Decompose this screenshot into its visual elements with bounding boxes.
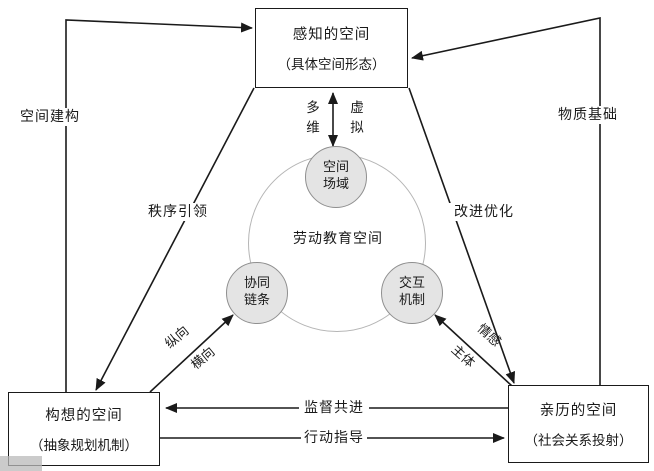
box-conceived-title: 构想的空间	[45, 408, 123, 424]
circle-collaborative-chain-line1: 协同	[243, 276, 270, 292]
arrow-order-leading	[95, 87, 255, 391]
box-conceived-subtitle: （抽象规划机制）	[30, 438, 138, 454]
label-improve-optimize: 改进优化	[447, 203, 521, 222]
label-supervise-together: 监督共进	[299, 399, 369, 418]
box-lived-title: 亲历的空间	[539, 403, 618, 419]
center-label: 劳动教育空间	[293, 231, 383, 247]
box-lived-subtitle: （社会关系投射）	[524, 433, 633, 449]
label-spatial-construction: 空间建构	[13, 108, 87, 127]
box-lived-space: 亲历的空间 （社会关系投射）	[508, 385, 649, 463]
circle-collaborative-chain: 协同 链条	[226, 262, 288, 324]
arrow-vertical-horizontal	[149, 314, 234, 393]
circle-spatial-field: 空间 场域	[305, 146, 367, 208]
circle-collaborative-chain-line2: 链条	[243, 293, 270, 308]
box-perceived-space: 感知的空间 （具体空间形态）	[255, 8, 408, 88]
circle-interaction-mechanism: 交互 机制	[381, 262, 443, 324]
label-action-guidance: 行动指导	[301, 429, 367, 448]
box-perceived-subtitle: （具体空间形态）	[277, 57, 386, 73]
arrow-material-basis	[411, 17, 601, 385]
arrow-subject-emotion	[434, 314, 513, 387]
arrow-improve-optimize	[408, 87, 516, 384]
circle-interaction-mechanism-line2: 机制	[398, 293, 425, 308]
label-order-leading: 秩序引领	[141, 203, 215, 222]
label-multidimensional: 多维	[306, 100, 321, 136]
circle-spatial-field-line1: 空间	[322, 160, 349, 176]
label-material-basis: 物质基础	[551, 106, 625, 125]
box-conceived-space: 构想的空间 （抽象规划机制）	[8, 392, 160, 466]
circle-interaction-mechanism-line1: 交互	[398, 276, 425, 292]
arrow-spatial-construction	[65, 19, 253, 392]
circle-spatial-field-line2: 场域	[322, 177, 349, 192]
box-perceived-title: 感知的空间	[292, 27, 371, 43]
scan-artifact	[0, 456, 42, 471]
label-virtual: 虚拟	[350, 100, 365, 136]
